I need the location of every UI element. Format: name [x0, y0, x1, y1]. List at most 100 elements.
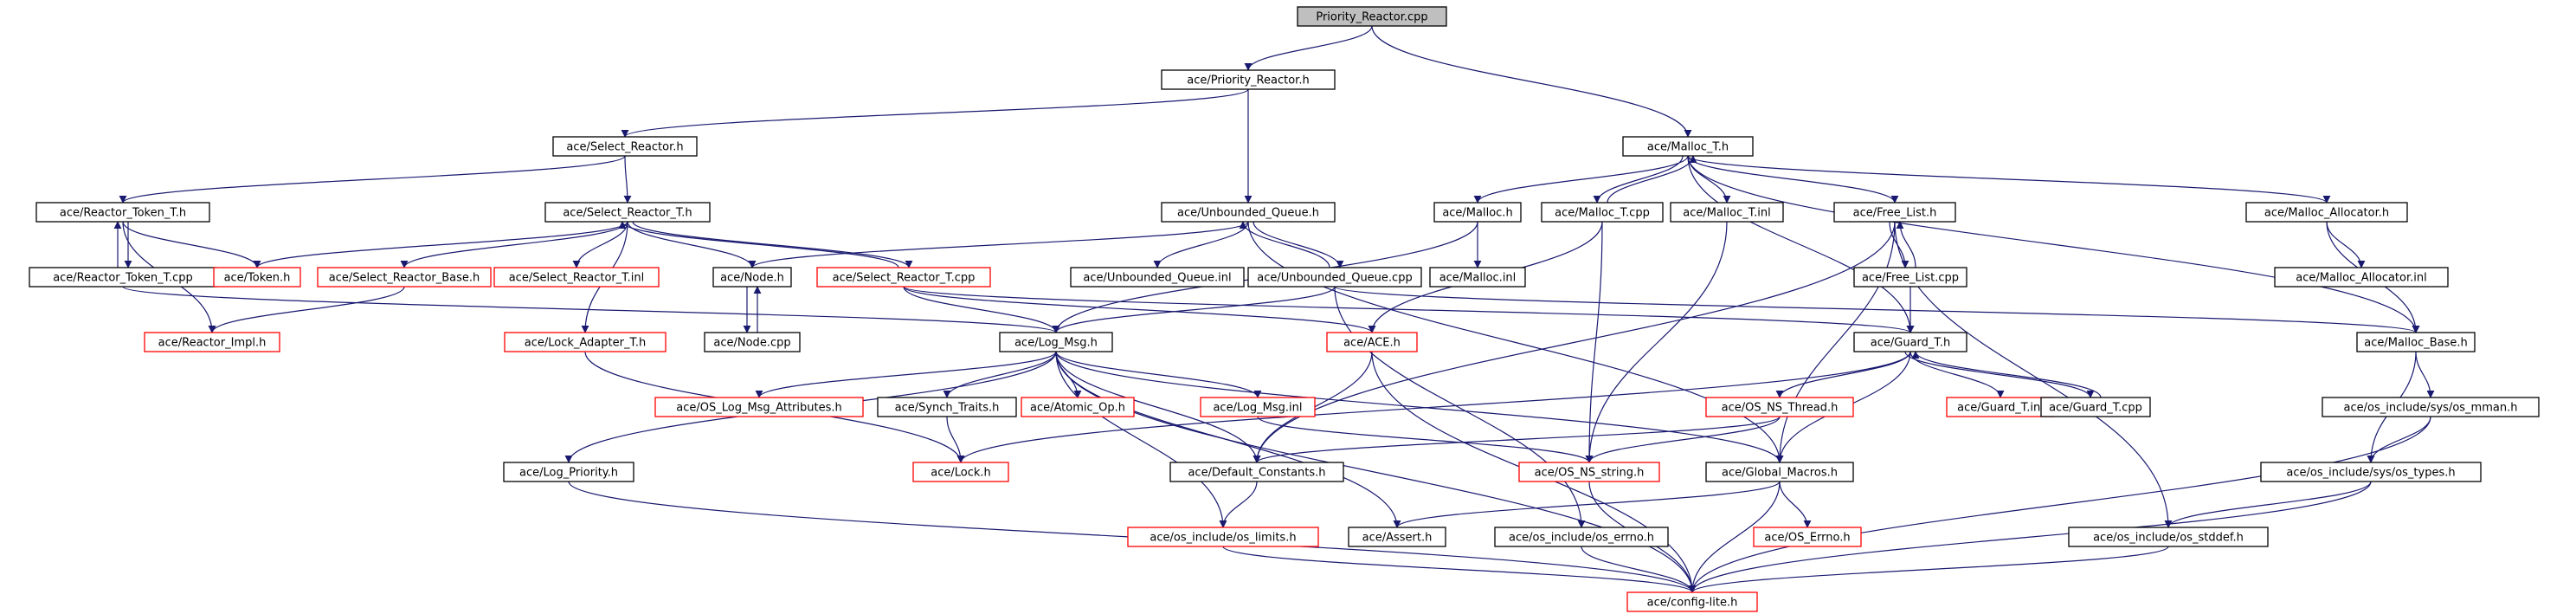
- node-ace-unbounded-queue-inl[interactable]: ace/Unbounded_Queue.inl: [1070, 267, 1245, 288]
- node-ace-os-include-os-errno-h[interactable]: ace/os_include/os_errno.h: [1494, 527, 1669, 547]
- edge-n37-to-n43: [2367, 416, 2431, 463]
- node-label: ace/Malloc_Allocator.inl: [2296, 272, 2426, 285]
- node-ace-select-reactor-h[interactable]: ace/Select_Reactor.h: [552, 136, 698, 157]
- node-box: [1705, 397, 1854, 417]
- node-box: [503, 462, 634, 482]
- node-ace-guard-t-inl[interactable]: ace/Guard_T.inl: [1946, 397, 2055, 417]
- node-ace-free-list-h[interactable]: ace/Free_List.h: [1833, 202, 1956, 223]
- node-ace-malloc-inl[interactable]: ace/Malloc.inl: [1429, 267, 1526, 288]
- node-ace-os-log-msg-attributes-h[interactable]: ace/OS_Log_Msg_Attributes.h: [654, 397, 864, 417]
- node-ace-log-msg-h[interactable]: ace/Log_Msg.h: [999, 332, 1113, 352]
- node-ace-log-msg-inl[interactable]: ace/Log_Msg.inl: [1200, 397, 1316, 417]
- node-label: ace/Unbounded_Queue.inl: [1083, 272, 1231, 285]
- node-ace-malloc-base-h[interactable]: ace/Malloc_Base.h: [2356, 332, 2476, 352]
- node-ace-os-ns-thread-h[interactable]: ace/OS_NS_Thread.h: [1705, 397, 1854, 417]
- edge-n26-to-n42: [1055, 351, 1784, 463]
- node-ace-default-constants-h[interactable]: ace/Default_Constants.h: [1169, 462, 1344, 482]
- edge-n19-to-n26: [1052, 286, 1336, 333]
- node-ace-guard-t-h[interactable]: ace/Guard_T.h: [1853, 332, 1967, 352]
- node-label: ace/Token.h: [224, 272, 291, 285]
- node-box: [552, 136, 698, 157]
- node-label: ace/Select_Reactor_T.cpp: [833, 272, 976, 285]
- node-ace-reactor-token-t-h[interactable]: ace/Reactor_Token_T.h: [35, 202, 210, 223]
- node-label: ace/Malloc_T.inl: [1683, 207, 1771, 220]
- node-ace-reactor-token-t-cpp[interactable]: ace/Reactor_Token_T.cpp: [29, 267, 217, 288]
- node-ace-lock-h[interactable]: ace/Lock.h: [912, 462, 1009, 482]
- node-label: ace/Unbounded_Queue.cpp: [1257, 272, 1412, 285]
- node-ace-free-list-cpp[interactable]: ace/Free_List.cpp: [1853, 267, 1967, 288]
- node-ace-select-reactor-t-h[interactable]: ace/Select_Reactor_T.h: [544, 202, 711, 223]
- node-ace-lock-adapter-t-h[interactable]: ace/Lock_Adapter_T.h: [504, 332, 667, 352]
- node-ace-os-include-os-stddef-h[interactable]: ace/os_include/os_stddef.h: [2068, 527, 2269, 547]
- edge-n42-to-n49: [1688, 481, 1781, 593]
- edge-n44-to-n49: [1222, 546, 1697, 593]
- node-ace-unbounded-queue-h[interactable]: ace/Unbounded_Queue.h: [1161, 202, 1336, 223]
- edge-n26-to-n31: [943, 351, 1057, 398]
- node-ace-config-lite-h[interactable]: ace/config-lite.h: [1626, 591, 1758, 612]
- node-label: ace/Guard_T.h: [1871, 337, 1950, 350]
- node-ace-synch-traits-h[interactable]: ace/Synch_Traits.h: [877, 397, 1017, 417]
- edge-n1-to-n3: [621, 88, 1249, 138]
- node-label: ace/Node.h: [720, 272, 784, 285]
- node-ace-malloc-allocator-inl[interactable]: ace/Malloc_Allocator.inl: [2274, 267, 2449, 288]
- node-box: [912, 462, 1009, 482]
- node-box: [2245, 202, 2408, 223]
- edge-n5-to-n16: [627, 221, 757, 268]
- node-ace-guard-t-cpp[interactable]: ace/Guard_T.cpp: [2040, 397, 2151, 417]
- node-ace-node-h[interactable]: ace/Node.h: [712, 267, 792, 288]
- edge-n2-to-n8: [1593, 155, 1684, 204]
- node-box: [1433, 202, 1522, 223]
- node-ace-global-macros-h[interactable]: ace/Global_Macros.h: [1705, 462, 1854, 482]
- edge-n28-to-n36: [1904, 351, 2095, 398]
- node-ace-os-ns-string-h[interactable]: ace/OS_NS_string.h: [1518, 462, 1660, 482]
- node-label: ace/Global_Macros.h: [1722, 467, 1838, 480]
- node-box: [712, 267, 792, 288]
- node-box: [1541, 202, 1664, 223]
- node-box: [2356, 332, 2476, 352]
- edge-n29-to-n37: [2415, 351, 2435, 398]
- node-ace-os-include-sys-os-mman-h[interactable]: ace/os_include/sys/os_mman.h: [2322, 397, 2540, 417]
- node-box: [1705, 462, 1854, 482]
- node-ace-os-include-os-limits-h[interactable]: ace/os_include/os_limits.h: [1127, 527, 1319, 547]
- node-ace-malloc-h[interactable]: ace/Malloc.h: [1433, 202, 1522, 223]
- edge-n8-to-n41: [1585, 221, 1603, 463]
- node-box: [1670, 202, 1784, 223]
- node-ace-assert-h[interactable]: ace/Assert.h: [1348, 527, 1446, 547]
- node-box: [1518, 462, 1660, 482]
- edge-n26-to-n49: [1055, 351, 1697, 593]
- node-box: [1622, 136, 1754, 157]
- node-ace-select-reactor-base-h[interactable]: ace/Select_Reactor_Base.h: [317, 267, 492, 288]
- node-ace-os-errno-h[interactable]: ace/OS_Errno.h: [1753, 527, 1862, 547]
- edge-n10-to-n42: [1775, 221, 1896, 463]
- node-box: [1326, 332, 1418, 352]
- edge-n6-to-n18: [1153, 221, 1249, 268]
- edge-n2-to-n28: [1687, 155, 1915, 333]
- node-ace-atomic-op-h[interactable]: ace/Atomic_Op.h: [1021, 397, 1135, 417]
- node-label: ace/Guard_T.cpp: [2049, 402, 2142, 415]
- edge-n28-to-n39: [956, 351, 1911, 463]
- node-ace-malloc-allocator-h[interactable]: ace/Malloc_Allocator.h: [2245, 202, 2408, 223]
- node-ace-unbounded-queue-cpp[interactable]: ace/Unbounded_Queue.cpp: [1247, 267, 1422, 288]
- node-box: [1853, 332, 1967, 352]
- node-ace-log-priority-h[interactable]: ace/Log_Priority.h: [503, 462, 634, 482]
- node-box: [999, 332, 1113, 352]
- node-label: ace/Reactor_Token_T.h: [60, 207, 186, 220]
- node-ace-reactor-impl-h[interactable]: ace/Reactor_Impl.h: [144, 332, 280, 352]
- node-ace-malloc-t-cpp[interactable]: ace/Malloc_T.cpp: [1541, 202, 1664, 223]
- node-ace-node-cpp[interactable]: ace/Node.cpp: [704, 332, 801, 352]
- edge-n36-to-n28: [1911, 351, 2102, 398]
- node-ace-select-reactor-t-inl[interactable]: ace/Select_Reactor_T.inl: [493, 267, 660, 288]
- node-label: ace/Malloc.h: [1442, 207, 1512, 220]
- node-label: ace/ACE.h: [1343, 337, 1401, 350]
- node-label: ace/Malloc_T.cpp: [1555, 207, 1650, 220]
- node-label: ace/os_include/os_limits.h: [1150, 532, 1296, 545]
- node-label: ace/Assert.h: [1362, 532, 1433, 545]
- node-box: [1200, 397, 1316, 417]
- node-ace-select-reactor-t-cpp[interactable]: ace/Select_Reactor_T.cpp: [816, 267, 991, 288]
- node-ace-os-include-sys-os-types-h[interactable]: ace/os_include/sys/os_types.h: [2260, 462, 2482, 482]
- node-ace-malloc-t-h[interactable]: ace/Malloc_T.h: [1622, 136, 1754, 157]
- node-ace-token-h[interactable]: ace/Token.h: [213, 267, 301, 288]
- node-ace-priority-reactor-h[interactable]: ace/Priority_Reactor.h: [1161, 69, 1336, 90]
- node-ace-ace-h[interactable]: ace/ACE.h: [1326, 332, 1418, 352]
- node-ace-malloc-t-inl[interactable]: ace/Malloc_T.inl: [1670, 202, 1784, 223]
